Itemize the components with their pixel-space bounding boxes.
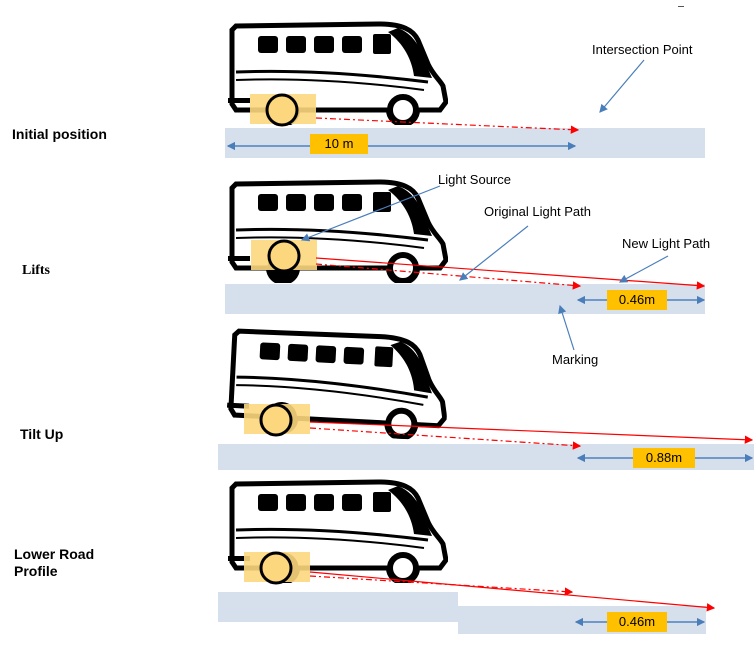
road-initial (225, 128, 705, 158)
scene-label-lower-road: Lower Road Profile (14, 546, 95, 579)
distance-badge: 10 m (310, 134, 368, 154)
callout-original-light-path: Original Light Path (484, 204, 591, 219)
original-light-path-tilt (309, 427, 582, 450)
offset-badge-tilt: 0.88m (633, 448, 695, 468)
callout-new-light-path: New Light Path (622, 236, 711, 251)
original-path-pointer (459, 225, 529, 281)
stray-mark (678, 6, 684, 7)
original-light-path-lifts (315, 263, 582, 290)
offset-badge-lower: 0.46m (607, 612, 667, 632)
new-path-pointer (618, 255, 669, 283)
new-light-path-tilt (309, 421, 754, 444)
callout-marking: Marking (552, 352, 599, 367)
callout-intersection-point: Intersection Point (592, 42, 693, 57)
road-lower-upper (218, 592, 458, 622)
scene-label-lifts: Lifts (22, 263, 50, 278)
intersection-pointer (599, 59, 645, 113)
new-light-path-lifts (315, 257, 706, 290)
light-source-pointer (300, 185, 441, 242)
callout-light-source: Light Source (438, 172, 511, 187)
original-light-path-initial (315, 117, 580, 134)
scene-label-initial: Initial position (12, 126, 107, 142)
scene-label-tilt-up: Tilt Up (20, 426, 64, 442)
offset-badge-lifts: 0.46m (607, 290, 667, 310)
original-light-path-lower (309, 575, 574, 596)
new-light-path-lower (309, 571, 716, 612)
marking-pointer (558, 304, 575, 351)
